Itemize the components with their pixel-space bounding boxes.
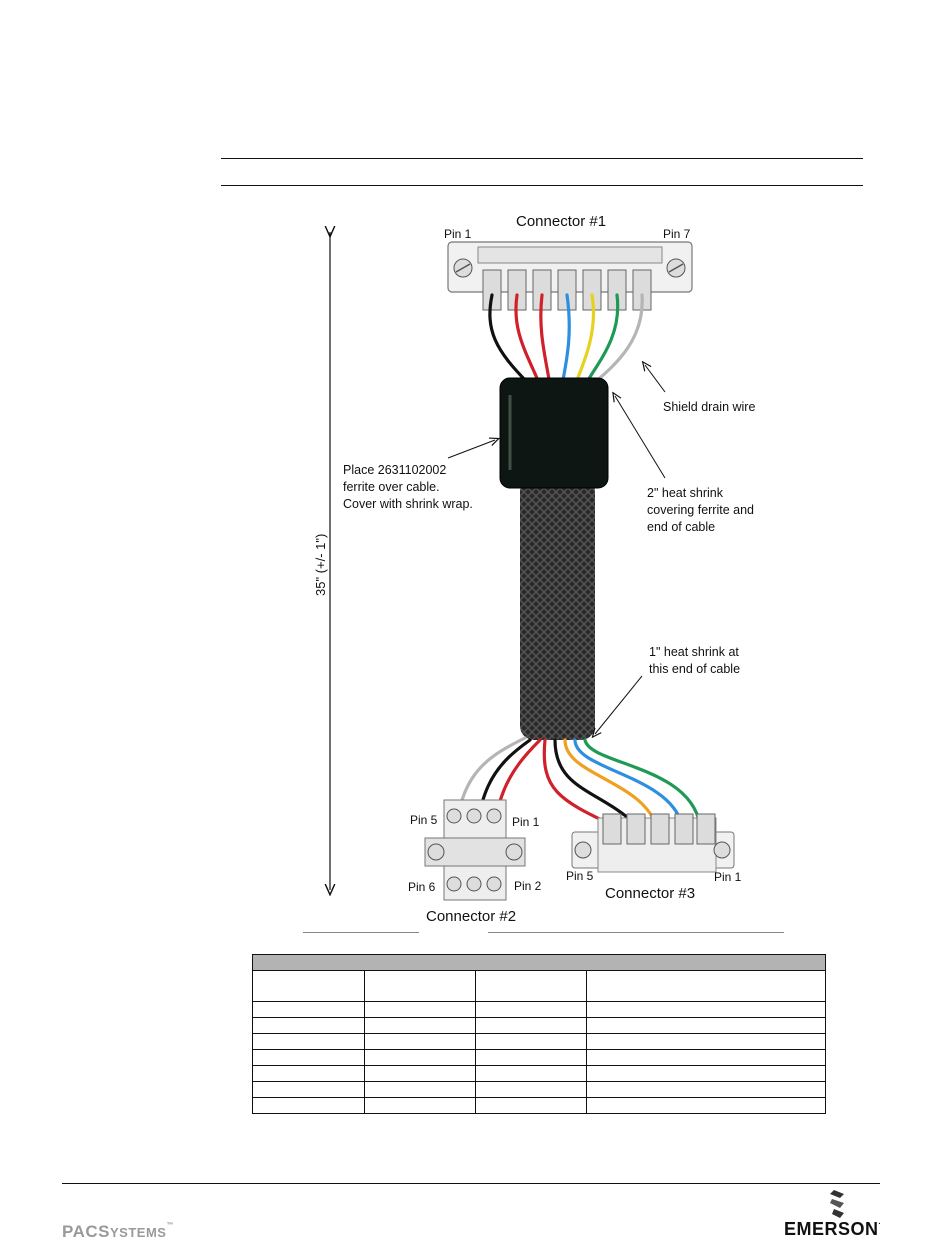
figure-caption-rule-right <box>488 932 784 933</box>
ferrite-callout-arrow <box>447 440 495 459</box>
connector-1-label: Connector #1 <box>516 213 606 230</box>
table-row <box>252 1065 826 1082</box>
connector-2-pin2: Pin 2 <box>514 879 542 893</box>
table-row <box>252 1001 826 1018</box>
table-caption-bar <box>252 954 826 971</box>
pinout-table <box>252 954 826 1114</box>
footer-rule <box>62 1183 880 1184</box>
connector-2-label: Connector #2 <box>426 908 516 925</box>
emerson-logo-icon <box>830 1190 844 1218</box>
table-row <box>252 1033 826 1050</box>
connector-1-pin1: Pin 1 <box>444 227 472 241</box>
connector-3-pin5: Pin 5 <box>566 869 594 883</box>
connector-2-pin6: Pin 6 <box>408 880 436 894</box>
pacsystems-logo: PACSYSTEMS™ <box>62 1222 174 1241</box>
table-row <box>252 1081 826 1098</box>
table-row <box>252 1049 826 1066</box>
heat1-note: 1" heat shrink at this end of cable <box>649 645 742 676</box>
header-rule-top <box>221 158 863 159</box>
connector-2-pin1: Pin 1 <box>512 815 540 829</box>
ferrite-block <box>499 377 609 489</box>
screw-icon <box>713 841 731 859</box>
connector-2-pin5: Pin 5 <box>410 813 438 827</box>
screw-icon <box>574 841 592 859</box>
connector-1-pin7: Pin 7 <box>663 227 691 241</box>
length-label: 35" (+/- 1") <box>313 534 328 596</box>
table-row <box>252 1017 826 1034</box>
connector-3-pin1: Pin 1 <box>714 870 742 884</box>
connector-2 <box>424 799 526 901</box>
cable-sleeve <box>520 478 595 740</box>
shield-callout-arrow <box>645 365 666 393</box>
emerson-wordmark: EMERSON. <box>784 1219 881 1239</box>
connector-1 <box>447 241 693 311</box>
lower-wires <box>452 736 702 882</box>
screw-icon <box>505 843 523 861</box>
heat1-callout-arrow <box>595 675 643 734</box>
connector-3 <box>571 813 735 873</box>
ferrite-note: Place 2631102002 ferrite over cable. Cov… <box>343 463 473 511</box>
shield-note: Shield drain wire <box>663 400 755 414</box>
screw-icon <box>427 843 445 861</box>
heat2-note: 2" heat shrink covering ferrite and end … <box>647 486 758 534</box>
table-header-row <box>252 970 826 1002</box>
header-rule-bottom <box>221 185 863 186</box>
upper-wires <box>488 293 644 387</box>
connector-3-label: Connector #3 <box>605 885 695 902</box>
figure-caption-rule-left <box>303 932 419 933</box>
heat2-callout-arrow <box>615 396 666 479</box>
table-row <box>252 1097 826 1114</box>
